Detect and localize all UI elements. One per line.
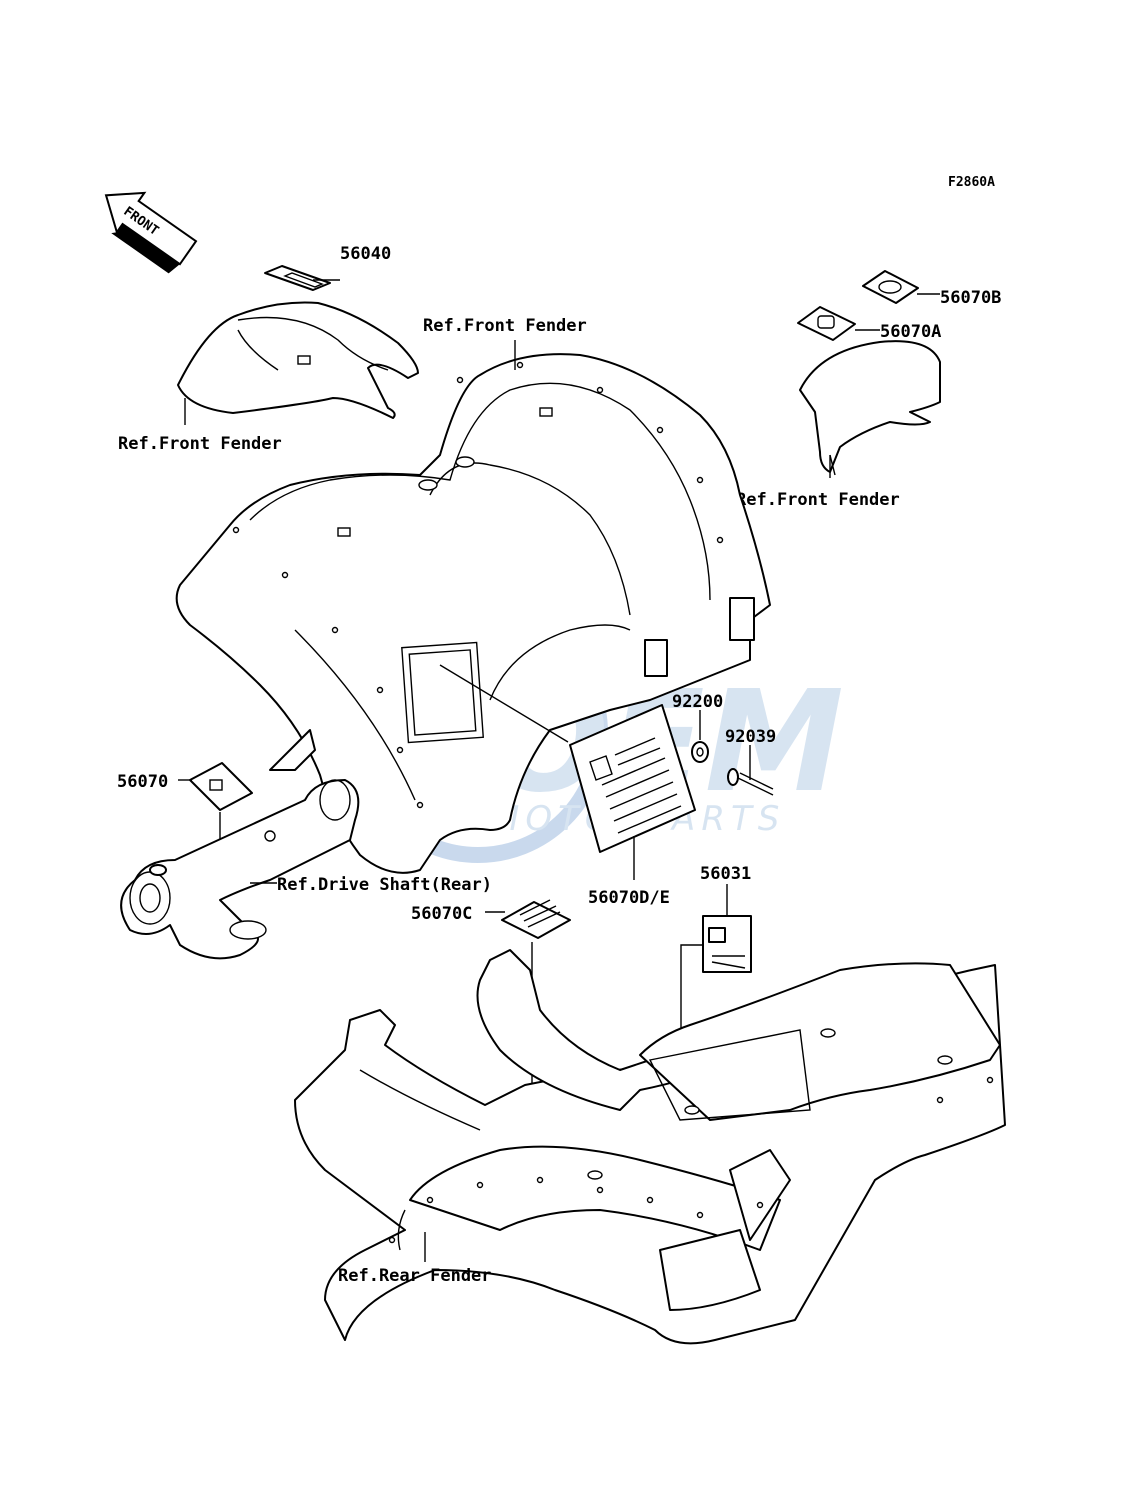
label-ref-front-fender-right: Ref.Front Fender bbox=[736, 490, 900, 510]
rear-fender bbox=[294, 949, 1006, 1345]
part-92200 bbox=[691, 710, 709, 763]
label-ref-front-fender-left: Ref.Front Fender bbox=[118, 434, 282, 454]
part-56070de bbox=[569, 704, 696, 880]
front-fender-left-piece bbox=[177, 301, 419, 425]
front-fender-main bbox=[175, 340, 771, 874]
label-56031: 56031 bbox=[700, 864, 751, 884]
label-56070: 56070 bbox=[117, 772, 168, 792]
drive-shaft-rear bbox=[120, 729, 360, 960]
front-arrow-icon: FRONT bbox=[104, 191, 198, 274]
part-56070a bbox=[797, 306, 880, 341]
part-56070b bbox=[862, 270, 940, 304]
label-56040: 56040 bbox=[340, 244, 391, 264]
label-56070a: 56070A bbox=[880, 322, 941, 342]
label-56070de: 56070D/E bbox=[588, 888, 670, 908]
label-ref-rear-fender: Ref.Rear Fender bbox=[338, 1266, 492, 1286]
label-92200: 92200 bbox=[672, 692, 723, 712]
diagram-code: F2860A bbox=[948, 175, 995, 190]
label-ref-drive-shaft-rear: Ref.Drive Shaft(Rear) bbox=[277, 875, 492, 895]
part-92039 bbox=[727, 745, 774, 796]
label-ref-front-fender-top: Ref.Front Fender bbox=[423, 316, 587, 336]
label-56070c: 56070C bbox=[411, 904, 472, 924]
label-56070b: 56070B bbox=[940, 288, 1001, 308]
part-56040 bbox=[264, 265, 340, 291]
front-fender-right-piece bbox=[799, 340, 941, 478]
label-92039: 92039 bbox=[725, 727, 776, 747]
